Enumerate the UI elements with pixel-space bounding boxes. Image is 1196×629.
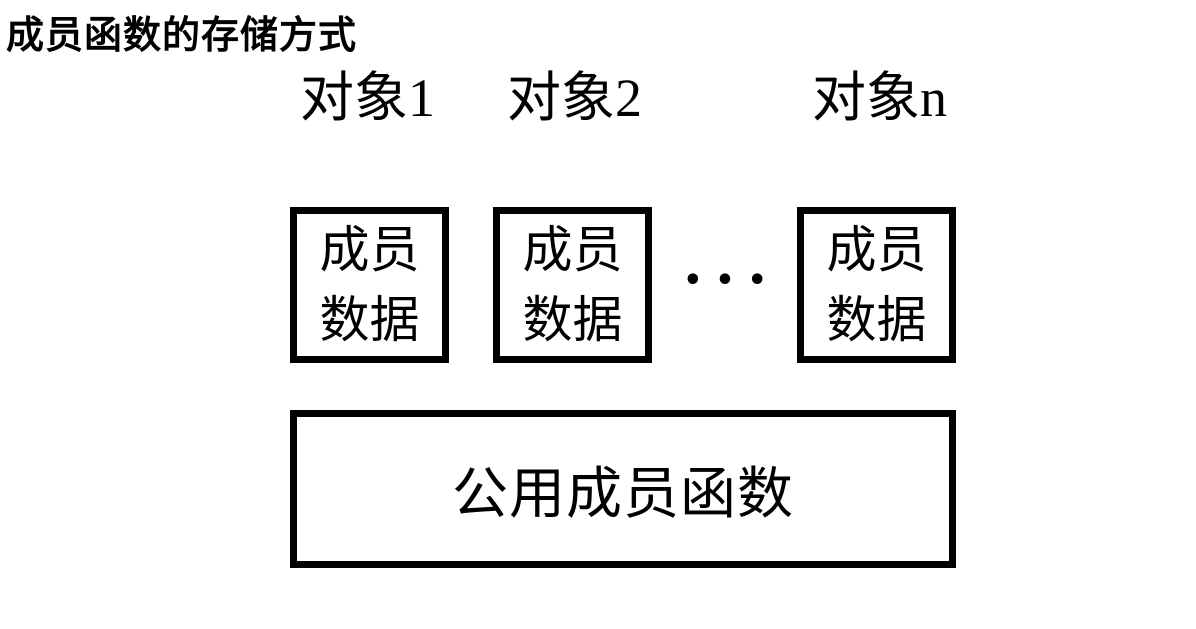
member-data-box-n-line-1: 成员 <box>826 222 927 278</box>
object-label-n: 对象n <box>812 68 947 128</box>
member-data-box-n: 成员 数据 <box>797 207 956 363</box>
member-data-box-2-line-1: 成员 <box>522 222 623 278</box>
page-title: 成员函数的存储方式 <box>6 15 358 57</box>
member-data-box-2-line-2: 数据 <box>522 292 623 348</box>
member-data-box-n-line-2: 数据 <box>826 292 927 348</box>
ellipsis-icon: ••• <box>683 262 780 298</box>
object-label-1: 对象1 <box>300 68 435 128</box>
object-label-2: 对象2 <box>507 68 642 128</box>
member-data-box-2: 成员 数据 <box>493 207 652 363</box>
member-data-box-1-line-2: 数据 <box>319 292 420 348</box>
member-data-box-1: 成员 数据 <box>290 207 449 363</box>
shared-member-function-box: 公用成员函数 <box>290 410 956 568</box>
member-data-box-1-line-1: 成员 <box>319 222 420 278</box>
shared-member-function-label: 公用成员函数 <box>452 463 794 526</box>
